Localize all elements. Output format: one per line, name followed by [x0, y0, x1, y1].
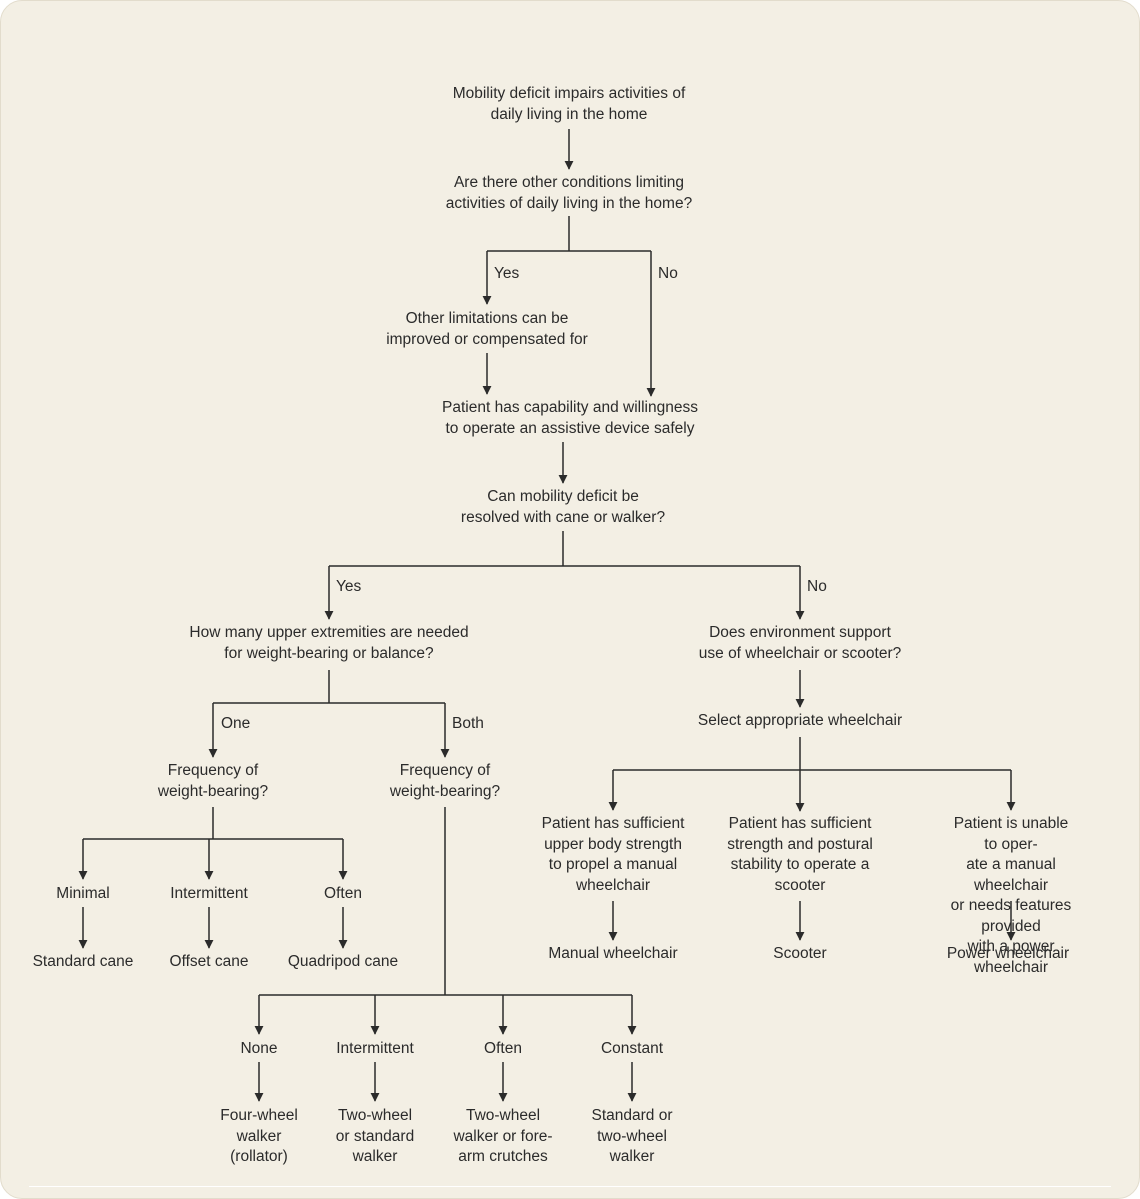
node-both-intermittent: Intermittent [336, 1040, 414, 1057]
node-scooter: Scooter [773, 945, 827, 962]
node-one-often: Often [324, 885, 362, 902]
node-frequency-one: Frequency of weight-bearing? [157, 762, 269, 800]
node-compensate: Other limitations can be improved or com… [386, 310, 588, 348]
node-two-wheel-or-standard-walker: Two-wheel or standard walker [335, 1107, 415, 1165]
node-both-none: None [240, 1040, 278, 1057]
edge-label-no-cane-walker: No [807, 578, 827, 595]
node-both-constant: Constant [600, 1040, 664, 1057]
node-standard-or-two-wheel-walker: Standard or two-wheel walker [591, 1107, 673, 1165]
node-offset-cane: Offset cane [169, 953, 249, 970]
node-one-minimal: Minimal [56, 885, 110, 902]
edge-label-one: One [221, 715, 251, 732]
node-upper-extremities-question: How many upper extremities are needed fo… [189, 624, 469, 662]
node-both-often: Often [484, 1040, 522, 1057]
node-select-wheelchair: Select appropriate wheelchair [697, 712, 903, 729]
node-four-wheel-walker: Four-wheel walker (rollator) [220, 1107, 298, 1165]
edge-label-yes-cane-walker: Yes [336, 578, 362, 595]
node-power-wheelchair-condition: Patient is unable to oper- ate a manual … [950, 815, 1072, 976]
node-one-intermittent: Intermittent [170, 885, 248, 902]
bottom-divider [29, 1186, 1111, 1187]
edge-label-yes-conditions: Yes [494, 265, 520, 282]
node-manual-wheelchair: Manual wheelchair [548, 945, 678, 962]
node-other-conditions-question: Are there other conditions limiting acti… [445, 174, 693, 212]
node-cane-walker-question: Can mobility deficit be resolved with ca… [460, 488, 666, 526]
node-environment-question: Does environment support use of wheelcha… [698, 624, 902, 662]
node-power-wheelchair: Power wheelchair [946, 945, 1070, 962]
node-standard-cane: Standard cane [32, 953, 134, 970]
edge-label-no-conditions: No [658, 265, 678, 282]
edge-label-both: Both [452, 715, 484, 732]
node-start: Mobility deficit impairs activities of d… [452, 85, 686, 123]
node-scooter-condition: Patient has sufficient strength and post… [727, 815, 873, 894]
node-frequency-both: Frequency of weight-bearing? [389, 762, 501, 800]
node-manual-wheelchair-condition: Patient has sufficient upper body streng… [541, 815, 685, 894]
node-capability: Patient has capability and willingness t… [442, 399, 698, 437]
node-two-wheel-walker-or-crutches: Two-wheel walker or fore- arm crutches [453, 1107, 553, 1165]
node-quadripod-cane: Quadripod cane [287, 953, 399, 970]
